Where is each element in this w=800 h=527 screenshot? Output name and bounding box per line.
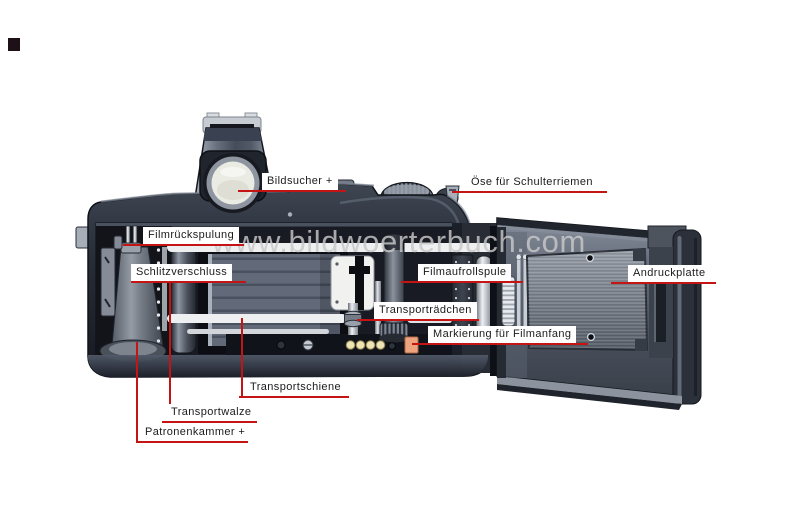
leader-line — [412, 343, 588, 345]
leader-line — [162, 421, 257, 423]
film-guide-rail-thin — [187, 329, 329, 334]
film-start-mark — [404, 336, 419, 354]
film-chamber — [95, 222, 497, 376]
label-bildsucher[interactable]: Bildsucher + — [262, 173, 338, 190]
leader-line — [452, 191, 607, 193]
hinge-slit — [490, 226, 497, 376]
label-transportraedchen[interactable]: Transporträdchen — [374, 302, 477, 319]
shoulder-highlight — [446, 194, 472, 227]
leader-line — [131, 281, 246, 283]
leader-line — [123, 244, 244, 246]
leader-line — [238, 190, 346, 192]
leader-line — [357, 319, 479, 321]
transport-roller — [170, 246, 197, 354]
label-markierung-fuer-filmanfang[interactable]: Markierung für Filmanfang — [428, 326, 577, 343]
contact-plate — [330, 255, 375, 311]
label-patronenkammer[interactable]: Patronenkammer + — [140, 424, 251, 441]
corner-mark — [8, 38, 20, 51]
body-base — [88, 355, 488, 377]
gate-edge — [162, 247, 167, 331]
label-transportwalze[interactable]: Transportwalze — [166, 404, 257, 421]
leader-line — [401, 281, 523, 283]
leader-line — [239, 396, 349, 398]
label-oese-fuer-schulterriemen[interactable]: Öse für Schulterriemen — [466, 174, 598, 191]
take-up-spool — [379, 233, 409, 343]
label-transportschiene[interactable]: Transportschiene — [245, 379, 346, 396]
leader-line — [136, 441, 248, 443]
leader-line — [611, 282, 716, 284]
label-andruckplatte[interactable]: Andruckplatte — [628, 265, 711, 282]
cartridge-latch-plate — [100, 247, 116, 317]
thumb-ridge — [339, 195, 461, 227]
film-guide-rail-top — [167, 243, 492, 252]
electrical-contacts — [276, 339, 396, 351]
leader-line — [241, 318, 243, 396]
door-bottom-rim — [497, 376, 682, 404]
film-guide-rail-bottom — [167, 314, 347, 323]
leader-line — [136, 342, 138, 441]
label-filmrueckspulung[interactable]: Filmrückspulung — [143, 227, 240, 244]
sprocket-wheel — [344, 303, 362, 335]
leader-line — [169, 280, 171, 421]
film-door — [496, 217, 702, 410]
door-edge-cap — [672, 229, 702, 405]
door-pressure-roller — [501, 275, 516, 327]
door-recess — [649, 247, 673, 358]
screw-dot — [287, 212, 293, 217]
label-filmaufrollspule[interactable]: Filmaufrollspule — [418, 264, 512, 281]
label-schlitzverschluss[interactable]: Schlitzverschluss — [131, 264, 233, 281]
pressure-plate — [526, 248, 648, 351]
viewfinder-eyepiece — [199, 150, 267, 213]
